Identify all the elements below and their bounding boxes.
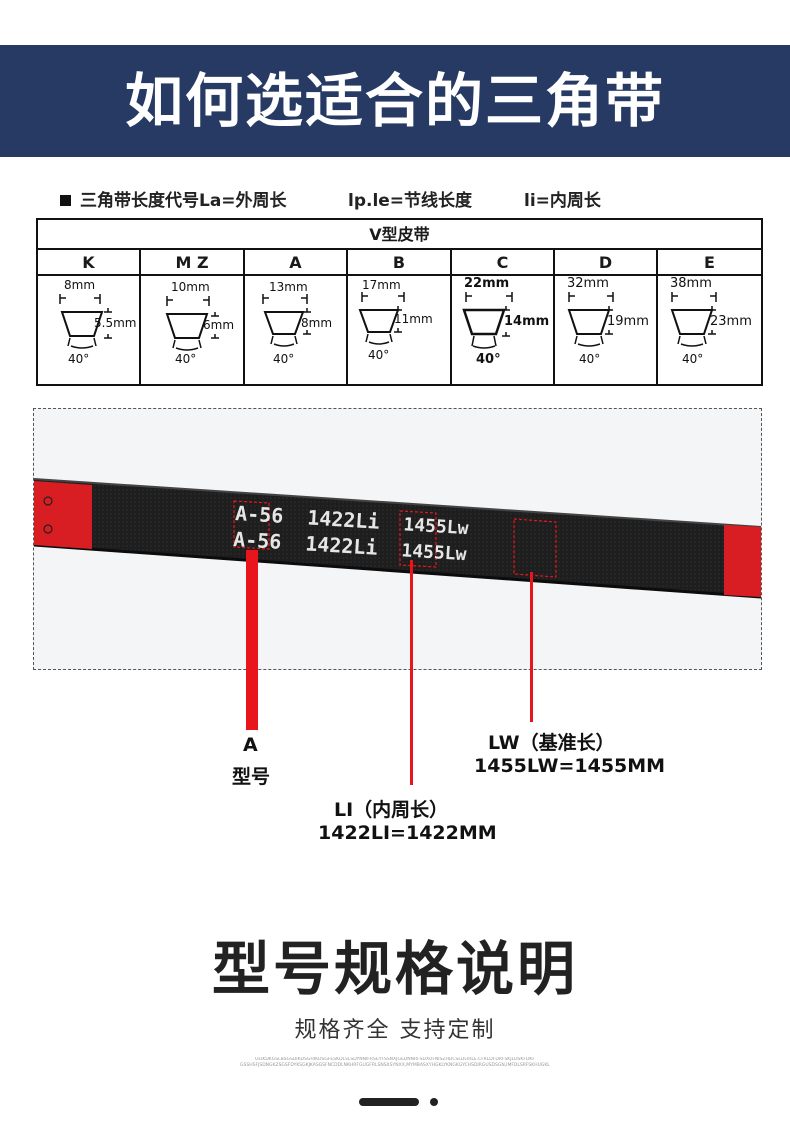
belt-section-icon: [567, 292, 614, 347]
belt-section-icon: [59, 294, 112, 349]
col-e: E 38mm 23mm 40°: [658, 250, 761, 384]
lw-label: LW（基准长）: [488, 732, 615, 754]
model-pointer-line: [246, 550, 258, 730]
dim-width: 17mm: [362, 278, 401, 292]
cross-section-diagram: 17mm 11mm 40°: [348, 276, 450, 382]
legend-la: 三角带长度代号La=外周长: [80, 191, 287, 211]
col-header: M Z: [141, 250, 243, 276]
col-k: K 8mm 5.5mm 40°: [38, 250, 141, 384]
col-header: E: [658, 250, 761, 276]
dim-width: 8mm: [64, 278, 96, 292]
dim-angle: 40°: [579, 352, 601, 366]
dim-height: 6mm: [203, 318, 235, 332]
col-b: B 17mm 11mm 40°: [348, 250, 452, 384]
dim-angle: 40°: [273, 352, 295, 366]
dim-width: 13mm: [269, 280, 308, 294]
li-label: LI（内周长）: [334, 799, 449, 821]
section-subtitle: 规格齐全 支持定制: [294, 1018, 496, 1043]
cross-section-diagram: 8mm 5.5mm 40°: [38, 276, 139, 382]
cross-section-diagram: 13mm 8mm 40°: [245, 276, 346, 382]
model-code-label: A: [243, 734, 258, 756]
li-pointer-line: [410, 560, 413, 785]
li-value: 1422LI=1422MM: [318, 822, 497, 844]
dim-width: 22mm: [464, 276, 510, 291]
dim-height: 14mm: [504, 314, 550, 329]
col-header: D: [555, 250, 656, 276]
dim-height: 23mm: [710, 314, 752, 329]
page-title: 如何选适合的三角带: [124, 67, 665, 135]
col-c: C 22mm 14mm 40°: [452, 250, 555, 384]
belt-section-icon: [165, 296, 219, 351]
col-header: C: [452, 250, 553, 276]
col-header: A: [245, 250, 346, 276]
belt-model-text: A-56: [234, 501, 285, 528]
cross-section-diagram: 38mm 23mm 40°: [658, 276, 761, 382]
belt-section-icon: [262, 294, 311, 347]
dim-angle: 40°: [175, 352, 197, 366]
col-header: B: [348, 250, 450, 276]
belt-photo-frame: A-56 1422Li 1455Lw A-56 1422Li 1455Lw 10…: [33, 408, 762, 670]
legend-lp: lp.le=节线长度: [348, 191, 473, 211]
belt-section-icon: [670, 292, 717, 347]
dim-angle: 40°: [68, 352, 90, 366]
dim-width: 10mm: [171, 280, 210, 294]
slide-indicator-active: [359, 1098, 419, 1106]
col-d: D 32mm 19mm 40°: [555, 250, 658, 384]
dim-height: 19mm: [607, 314, 649, 329]
belt-section-icon: [358, 292, 405, 345]
slide-indicator-dot: [430, 1098, 438, 1106]
dim-height: 11mm: [394, 312, 433, 326]
v-belt-image: [34, 478, 761, 599]
col-mz: M Z 10mm 6mm 40°: [141, 250, 245, 384]
belt-li-text: 1422Li: [306, 505, 381, 534]
section-title: 型号规格说明: [211, 935, 578, 1003]
belt-lw-text: 1455Lw: [402, 514, 470, 540]
edge-text: 101: [724, 572, 752, 590]
dim-height: 5.5mm: [94, 316, 137, 330]
belt-li-text: 1422Li: [304, 531, 379, 560]
belt-edge-print: 101 101 101: [724, 531, 751, 591]
dim-angle: 40°: [368, 348, 390, 362]
col-a: A 13mm 8mm 40°: [245, 250, 348, 384]
dim-width: 32mm: [567, 276, 609, 291]
table-title: V型皮带: [38, 220, 761, 250]
dim-angle: 40°: [682, 352, 704, 366]
model-label: 型号: [232, 766, 271, 788]
belt-section-icon: [462, 292, 513, 349]
lw-value: 1455LW=1455MM: [474, 755, 666, 777]
header-banner: 如何选适合的三角带: [0, 45, 790, 157]
v-belt-spec-table: V型皮带 K 8mm 5.5mm 40° M Z 10mm 6mm: [36, 218, 763, 386]
edge-text: 101: [724, 532, 752, 550]
dim-height: 8mm: [301, 316, 333, 330]
legend-li: li=内周长: [524, 191, 601, 211]
cross-section-diagram: 22mm 14mm 40°: [452, 276, 553, 382]
cross-section-diagram: 10mm 6mm 40°: [141, 276, 243, 382]
fine-print: OLIKDKGSLBSGSDIKDSGHIKDSGFESKDLSLSDYNNIF…: [240, 1057, 550, 1068]
legend-bullet: [60, 195, 71, 206]
cross-section-diagram: 32mm 19mm 40°: [555, 276, 656, 382]
lw-pointer-line: [530, 572, 533, 722]
dim-angle: 40°: [476, 352, 501, 367]
dim-width: 38mm: [670, 276, 712, 291]
col-header: K: [38, 250, 139, 276]
edge-text: 101: [724, 552, 752, 570]
